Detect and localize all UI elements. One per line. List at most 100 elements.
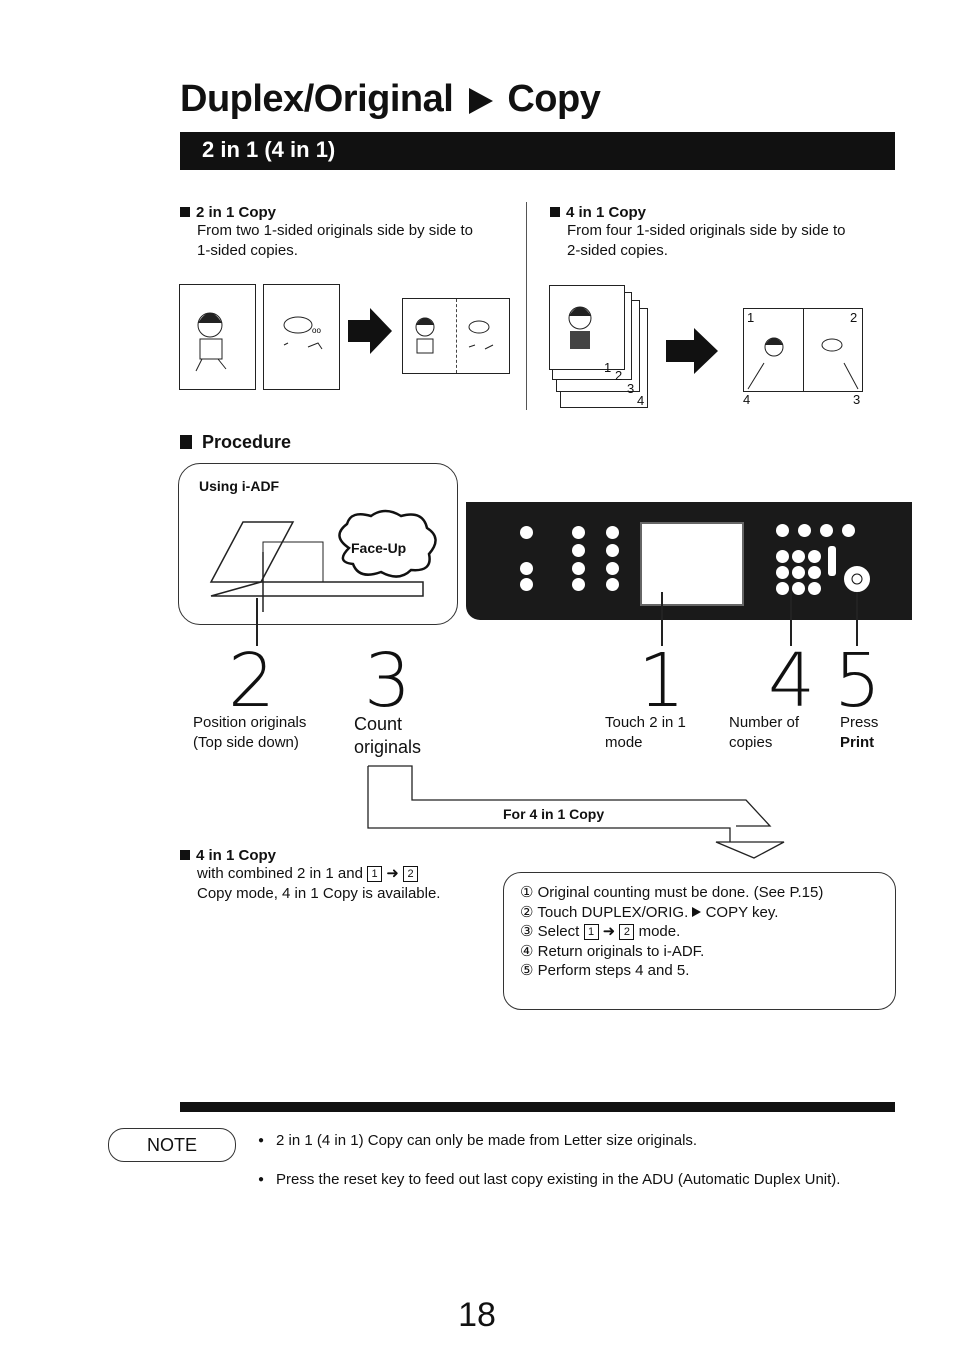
flow-label: For 4 in 1 Copy	[503, 806, 605, 822]
adf-label: Using i-ADF	[199, 478, 280, 494]
leader-line-1	[661, 592, 663, 646]
keypad-key[interactable]	[792, 566, 805, 579]
combined-cartoon-icon	[747, 337, 859, 390]
print-button[interactable]	[842, 564, 872, 594]
four-in-one-steps-box: ① Original counting must be done. (See P…	[503, 872, 896, 1010]
result-label-1: 1	[747, 310, 755, 325]
step-4-line1: Number of	[729, 714, 800, 731]
column-divider	[526, 202, 527, 410]
cartoon-figure-icon	[568, 306, 592, 349]
step-1-line2: mode	[605, 734, 643, 751]
title-duplex-original: Duplex/Original	[180, 78, 454, 120]
mode-box-2: 2	[619, 924, 635, 940]
keypad-key[interactable]	[776, 566, 789, 579]
step-number-3: 3	[364, 638, 412, 724]
arrow-right-icon: ➜	[602, 923, 616, 940]
panel-key	[520, 578, 533, 591]
step-5-line1: Press	[840, 714, 879, 731]
step-label-3: Count originals	[354, 713, 421, 759]
adf-tray-icon	[209, 521, 424, 612]
leader-line-4	[790, 592, 792, 646]
step-text: mode.	[638, 923, 681, 940]
original-page-2: oo	[263, 284, 340, 390]
right-arrow-icon	[348, 308, 392, 354]
flow-arrow-icon	[367, 765, 785, 859]
step-marker: ②	[520, 903, 534, 921]
svg-text:oo: oo	[312, 326, 321, 335]
keypad-key[interactable]	[792, 582, 805, 595]
step-label-2: Position originals (Top side down)	[193, 713, 306, 753]
two-in-one-heading: 2 in 1 Copy	[180, 204, 473, 221]
control-panel	[466, 502, 912, 620]
result-4in1-page	[743, 308, 863, 392]
step-marker: ③	[520, 923, 534, 940]
note-label: NOTE	[108, 1128, 236, 1162]
keypad-key[interactable]	[776, 550, 789, 563]
step-2-line1: Position originals	[193, 714, 307, 731]
cartoon-dog-icon: oo	[283, 316, 323, 350]
stack-label-1: 1	[604, 360, 612, 375]
note-divider	[180, 1102, 895, 1112]
face-up-label: Face-Up	[351, 540, 407, 556]
combined-cartoon-icon	[415, 317, 494, 354]
page-split	[803, 309, 804, 391]
step-text: Original counting must be done. (See P.1…	[537, 884, 824, 901]
list-item: ④ Return originals to i-ADF.	[520, 942, 823, 962]
touch-panel-screen[interactable]	[640, 522, 744, 606]
list-item: ① Original counting must be done. (See P…	[520, 883, 823, 903]
keypad-key[interactable]	[808, 566, 821, 579]
step-4-line2: copies	[729, 734, 773, 751]
two-in-one-line2: 1-sided copies.	[197, 242, 298, 259]
section-bar: 2 in 1 (4 in 1)	[180, 132, 895, 170]
step-5-line2: Print	[840, 734, 875, 751]
power-icon	[851, 573, 863, 585]
four-in-one-steps-list: ① Original counting must be done. (See P…	[520, 883, 823, 981]
step-2-line2: (Top side down)	[193, 734, 299, 751]
mode-box-2: 2	[403, 866, 419, 882]
right-arrow-icon	[666, 328, 718, 374]
panel-key	[606, 578, 619, 591]
panel-key	[572, 544, 585, 557]
panel-key	[828, 546, 836, 576]
result-2in1-page	[402, 298, 510, 374]
page-number: 18	[458, 1296, 496, 1334]
four-in-one-line1: From four 1-sided originals side by side…	[567, 222, 846, 239]
fold-line	[456, 299, 457, 373]
step-label-1: Touch 2 in 1 mode	[605, 713, 686, 753]
note-item-1: 2 in 1 (4 in 1) Copy can only be made fr…	[258, 1132, 697, 1149]
original-page-1	[179, 284, 256, 390]
panel-key	[520, 562, 533, 575]
keypad-key[interactable]	[808, 582, 821, 595]
stack-label-3: 3	[627, 381, 635, 396]
stack-label-2: 2	[615, 368, 623, 383]
mode-box-1: 1	[583, 924, 599, 940]
result-label-3: 3	[853, 392, 861, 407]
list-item: ② Touch DUPLEX/ORIG. COPY key.	[520, 903, 823, 923]
four-in-one-line2: 2-sided copies.	[567, 242, 668, 259]
four-in-one-flow-desc1: with combined 2 in 1 and 1 ➜ 2	[197, 864, 440, 884]
step-text: Touch DUPLEX/ORIG.	[537, 903, 689, 921]
step-marker: ①	[520, 884, 534, 901]
keypad-key[interactable]	[808, 550, 821, 563]
list-item: ③ Select 1 ➜ 2 mode.	[520, 922, 823, 942]
play-arrow-icon	[469, 87, 494, 114]
step-label-4: Number of copies	[729, 713, 799, 753]
mode-box-1: 1	[367, 866, 383, 882]
result-label-4: 4	[743, 392, 751, 407]
two-in-one-section: 2 in 1 Copy From two 1-sided originals s…	[180, 204, 473, 261]
original-stack-1	[549, 285, 625, 370]
four-in-one-flow-heading: 4 in 1 Copy	[180, 847, 440, 864]
procedure-heading: Procedure	[180, 432, 291, 453]
step-label-5: Press Print	[840, 713, 878, 753]
four-in-one-flow-desc2: Copy mode, 4 in 1 Copy is available.	[197, 885, 441, 902]
panel-key	[572, 562, 585, 575]
keypad-key[interactable]	[776, 582, 789, 595]
panel-key	[776, 524, 789, 537]
keypad-key[interactable]	[792, 550, 805, 563]
panel-key	[842, 524, 855, 537]
step-number-5: 5	[834, 638, 882, 724]
four-in-one-heading: 4 in 1 Copy	[550, 204, 845, 221]
leader-line-5	[856, 592, 858, 646]
step-marker: ⑤	[520, 962, 534, 979]
section-title: 2 in 1 (4 in 1)	[202, 137, 336, 162]
